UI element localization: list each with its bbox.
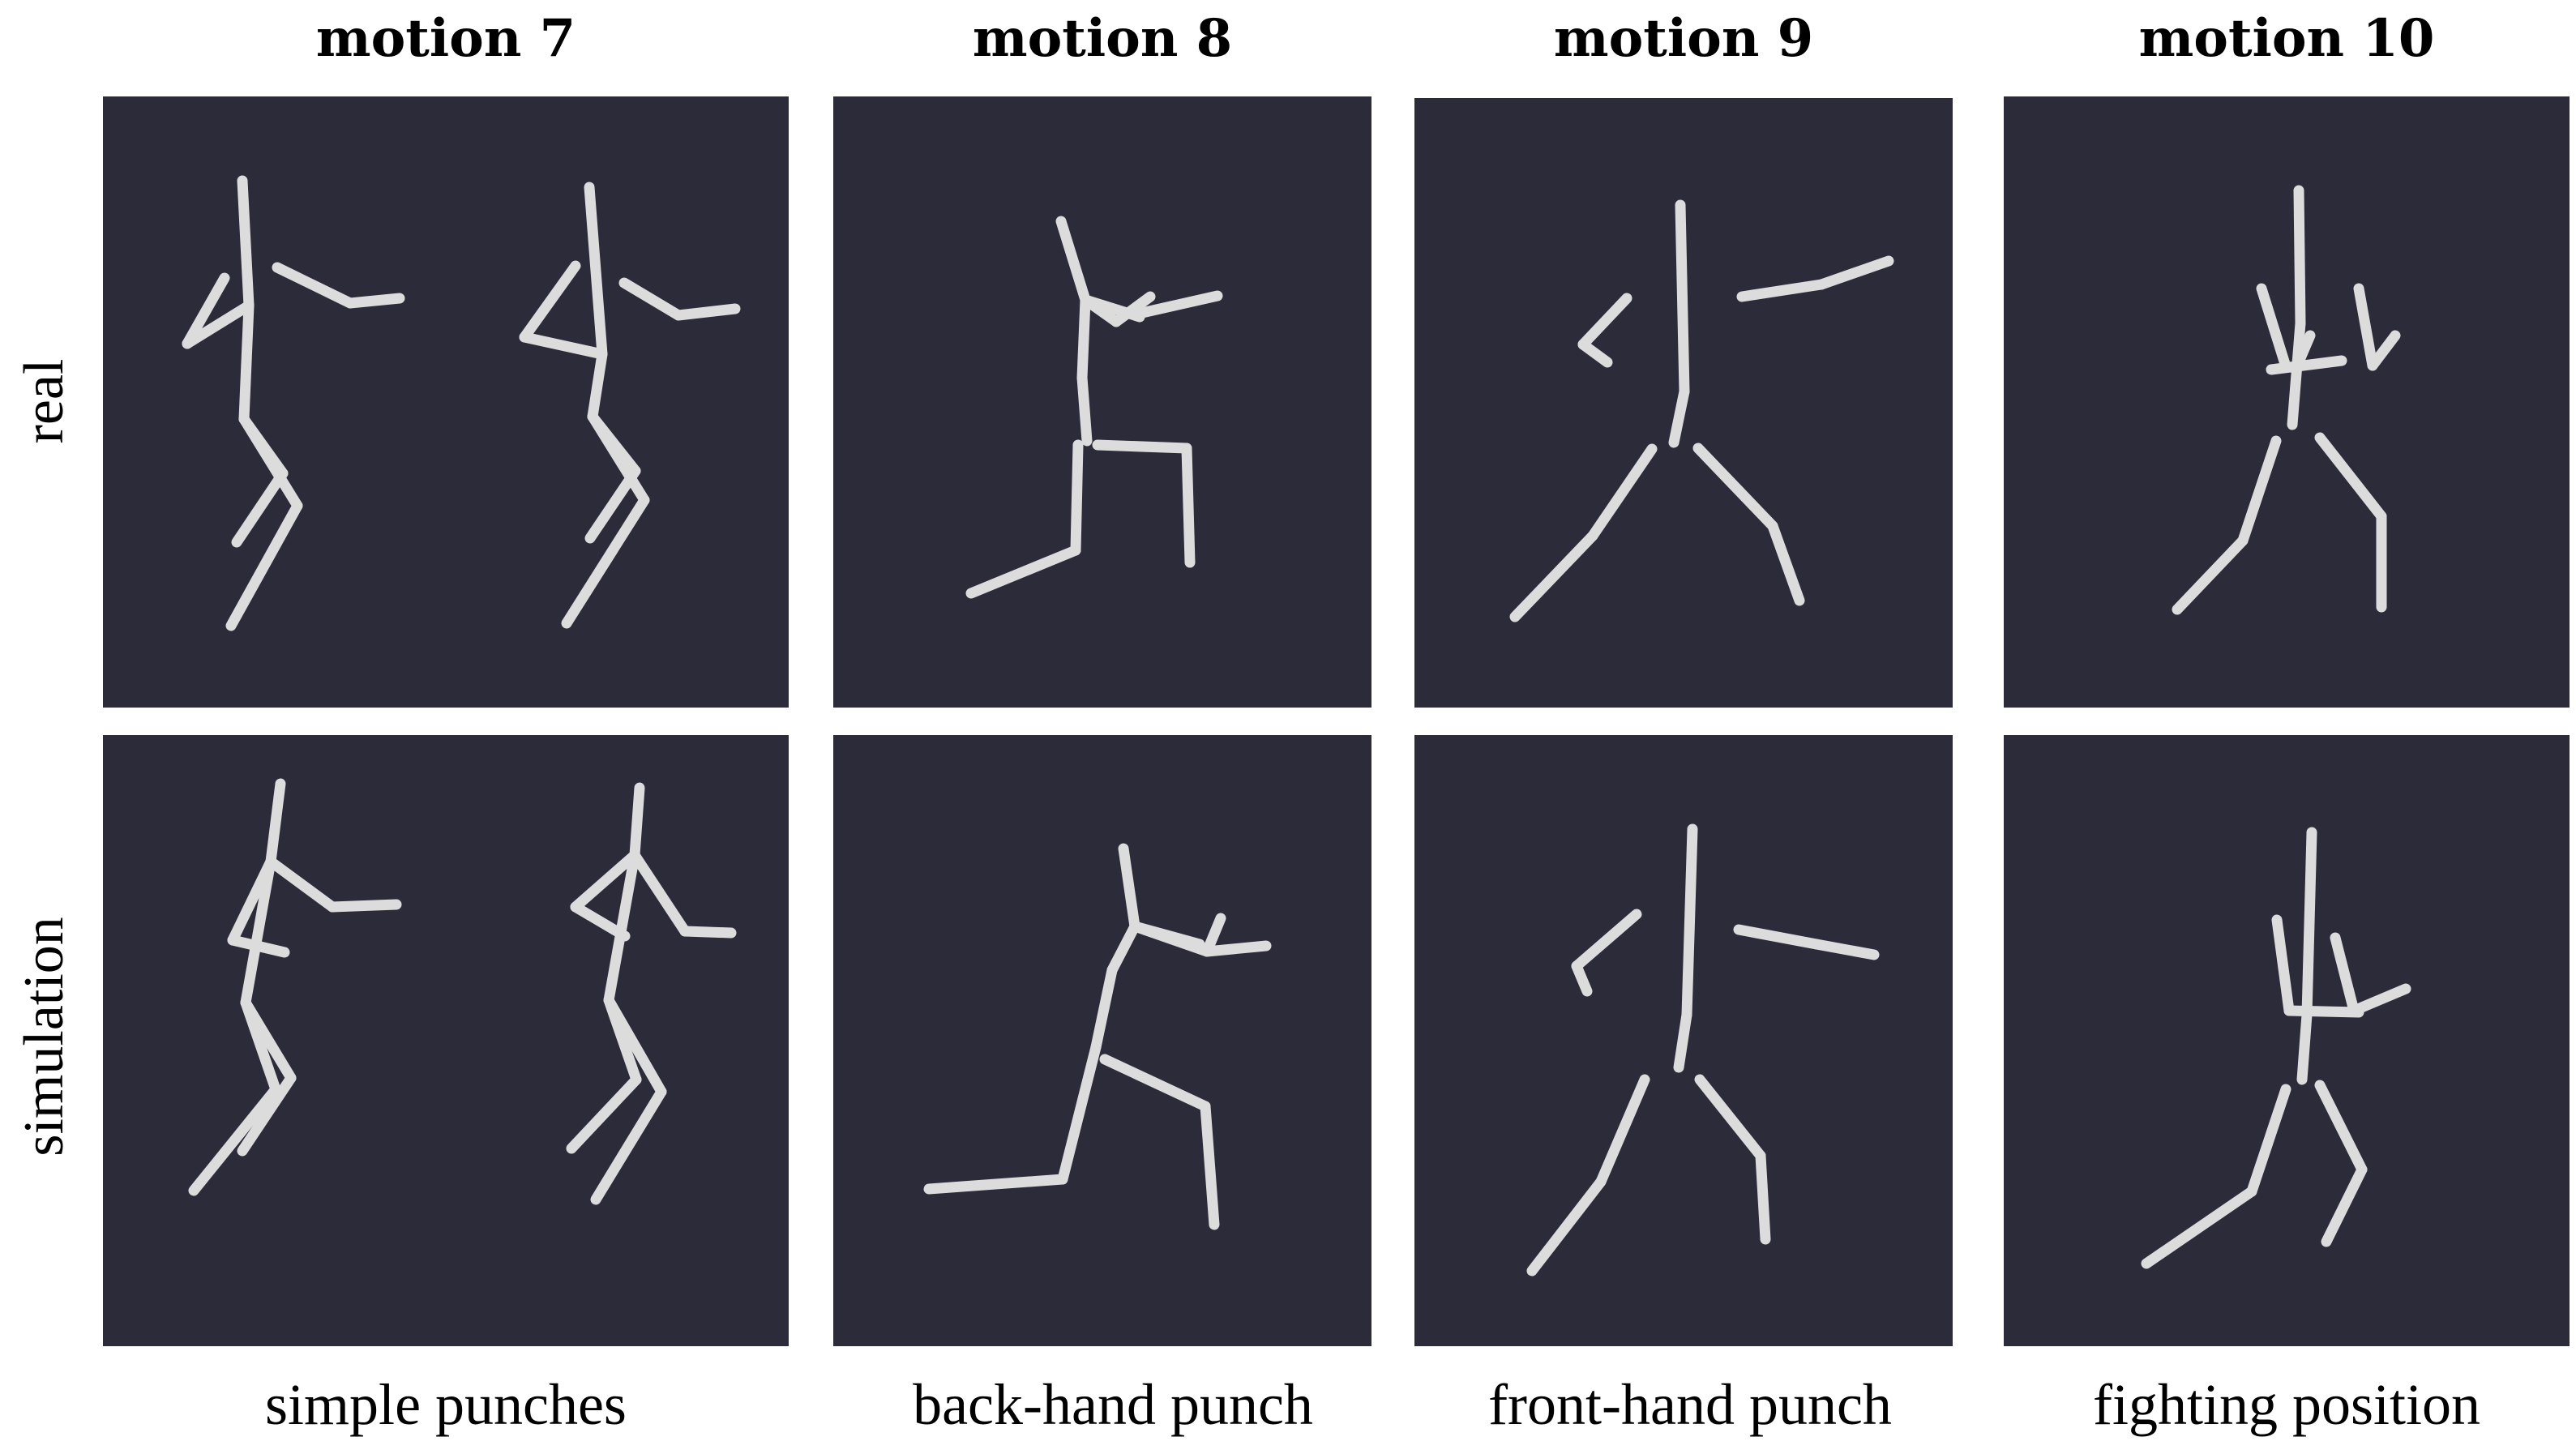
column-title-motion-8: motion 8 bbox=[972, 8, 1233, 69]
skeleton-figure bbox=[182, 175, 741, 631]
skeleton-figure bbox=[965, 216, 1223, 599]
skeleton-figure bbox=[923, 843, 1272, 1230]
skeleton-figure bbox=[1526, 823, 1880, 1277]
panel-simulation-motion-10 bbox=[2004, 735, 2570, 1346]
panel-simulation-motion-9 bbox=[1414, 735, 1953, 1346]
column-title-motion-7: motion 7 bbox=[315, 8, 576, 69]
skeleton-figure bbox=[2172, 185, 2401, 615]
panel-real-motion-8 bbox=[833, 96, 1371, 708]
row-label-simulation: simulation bbox=[13, 917, 75, 1157]
skeleton-figure bbox=[1509, 199, 1894, 622]
row-label-real: real bbox=[13, 358, 75, 444]
column-caption-fighting-position: fighting position bbox=[2092, 1372, 2481, 1437]
column-caption-simple-punches: simple punches bbox=[265, 1372, 627, 1437]
skeleton-figure bbox=[188, 778, 737, 1205]
panel-real-motion-9 bbox=[1414, 98, 1953, 708]
panel-simulation-motion-7 bbox=[103, 735, 789, 1346]
panel-real-motion-7 bbox=[103, 96, 789, 708]
skeleton-figure bbox=[2141, 827, 2411, 1269]
panel-real-motion-10 bbox=[2004, 96, 2570, 708]
panel-simulation-motion-8 bbox=[833, 735, 1371, 1346]
column-caption-back-hand-punch: back-hand punch bbox=[913, 1372, 1313, 1437]
column-caption-front-hand-punch: front-hand punch bbox=[1488, 1372, 1892, 1437]
column-title-motion-9: motion 9 bbox=[1553, 8, 1814, 69]
column-title-motion-10: motion 10 bbox=[2138, 8, 2435, 69]
